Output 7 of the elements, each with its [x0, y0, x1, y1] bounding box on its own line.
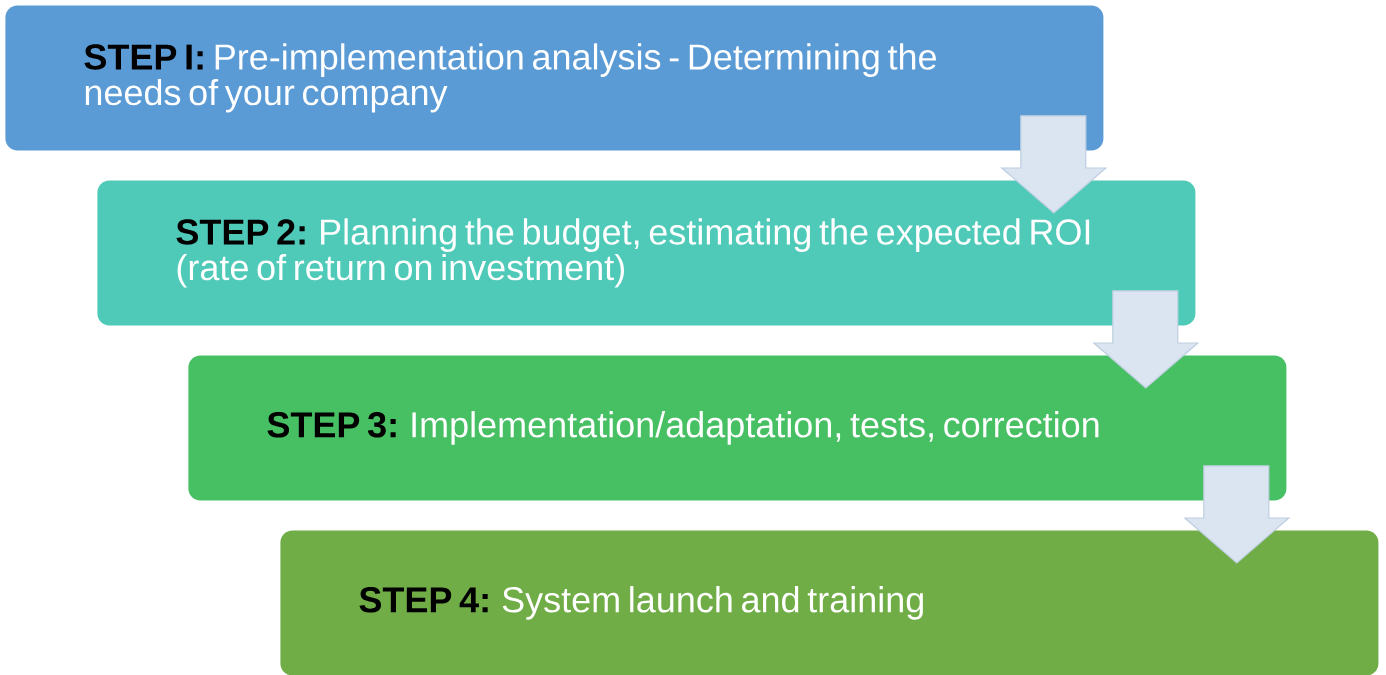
step-box: STEP 4: System launch and training: [280, 530, 1379, 675]
block-arrow: [1000, 115, 1108, 214]
block-arrow: [1092, 290, 1200, 389]
block-arrow: [1183, 465, 1291, 564]
step-box: STEP 3: Implementation/adaptation, tests, correction: [188, 355, 1287, 501]
step-box: STEP 2: Planning the budget, estimating the expected ROI (rate of return on investment): [97, 180, 1196, 326]
step-box: STEP I: Pre-implementation analysis - Determining the needs of your company: [5, 5, 1104, 151]
